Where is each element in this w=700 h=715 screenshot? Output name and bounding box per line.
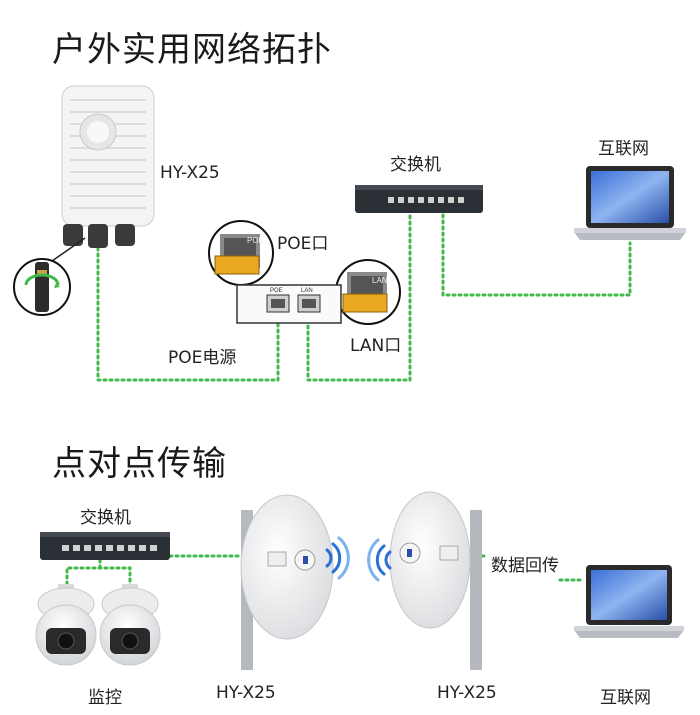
poe-port-label: POE口 <box>277 234 329 254</box>
internet-label: 互联网 <box>598 139 649 159</box>
lan-port-zoom-icon: LAN <box>335 259 401 325</box>
connector-zoom-icon <box>13 237 86 316</box>
injector-lan-text: LAN <box>301 288 313 294</box>
link-lan-to-switch <box>306 213 412 382</box>
p2p-switch-icon <box>40 532 170 560</box>
hy-x25-device-icon <box>61 85 155 248</box>
p2p-internet-label: 互联网 <box>600 688 651 708</box>
poe-injector-icon: POE LAN <box>236 284 342 324</box>
link-switch-to-cameras <box>65 566 132 592</box>
link-switch-to-internet <box>441 213 632 297</box>
ptz-camera-icon-left <box>35 584 97 666</box>
ptz-camera-icon-right <box>99 584 161 666</box>
switch-label: 交换机 <box>390 155 441 175</box>
device-label-hy-x25: HY-X25 <box>160 163 220 183</box>
dish-antenna-icon-b <box>389 491 482 670</box>
wifi-signal-icon-left <box>367 538 392 582</box>
title-outdoor-topology: 户外实用网络拓扑 <box>52 30 332 70</box>
poe-power-label: POE电源 <box>168 348 237 368</box>
injector-poe-text: POE <box>270 288 283 294</box>
zoom-poe-text: POE <box>247 236 264 245</box>
lan-port-label: LAN口 <box>350 336 402 356</box>
title-point-to-point: 点对点传输 <box>52 444 227 484</box>
zoom-lan-text: LAN <box>372 276 388 285</box>
p2p-laptop-icon <box>574 565 684 638</box>
switch-icon <box>355 185 483 213</box>
dish-antenna-icon-a <box>240 494 334 670</box>
backhaul-label: 数据回传 <box>491 556 559 576</box>
camera-label: 监控 <box>88 688 122 708</box>
p2p-switch-label: 交换机 <box>80 508 131 528</box>
wifi-signal-icon-right <box>325 536 350 580</box>
poe-port-zoom-icon: POE <box>208 220 274 286</box>
device-b-label: HY-X25 <box>437 683 497 703</box>
link-device-to-poe <box>96 246 280 382</box>
laptop-icon <box>574 166 686 240</box>
device-a-label: HY-X25 <box>216 683 276 703</box>
